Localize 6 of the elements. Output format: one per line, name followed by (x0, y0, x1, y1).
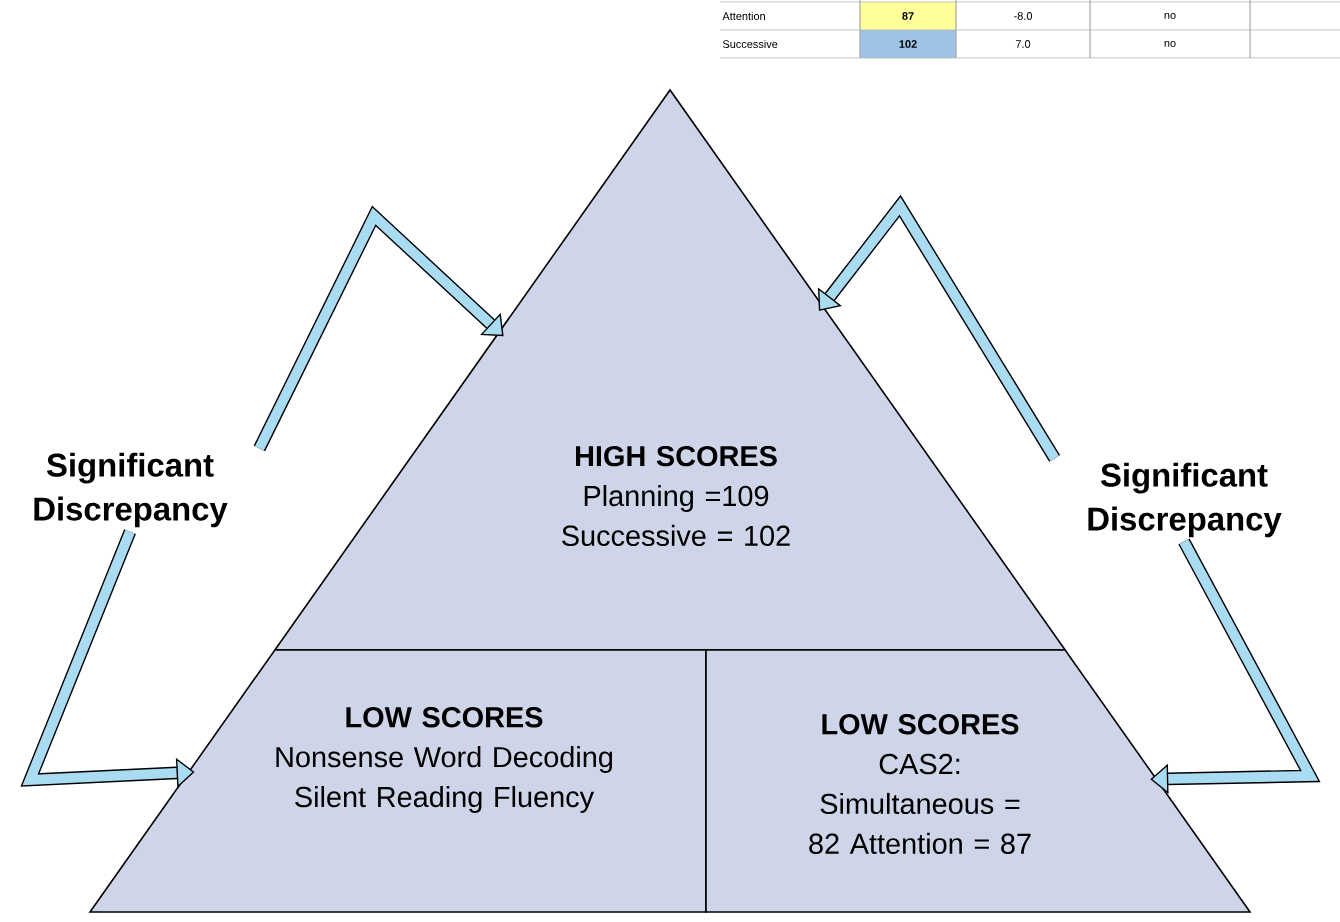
discrepancy-label: Significant Discrepancy (1088, 462, 1282, 538)
pyramid-section: LOW SCORES CAS2: Simultaneous = 82 Attention = 87 (705, 649, 1252, 913)
block-arrow (1150, 538, 1321, 795)
block-arrow (253, 205, 504, 452)
discrepancy-label: Significant Discrepancy (34, 452, 228, 528)
block-arrow (20, 529, 195, 788)
